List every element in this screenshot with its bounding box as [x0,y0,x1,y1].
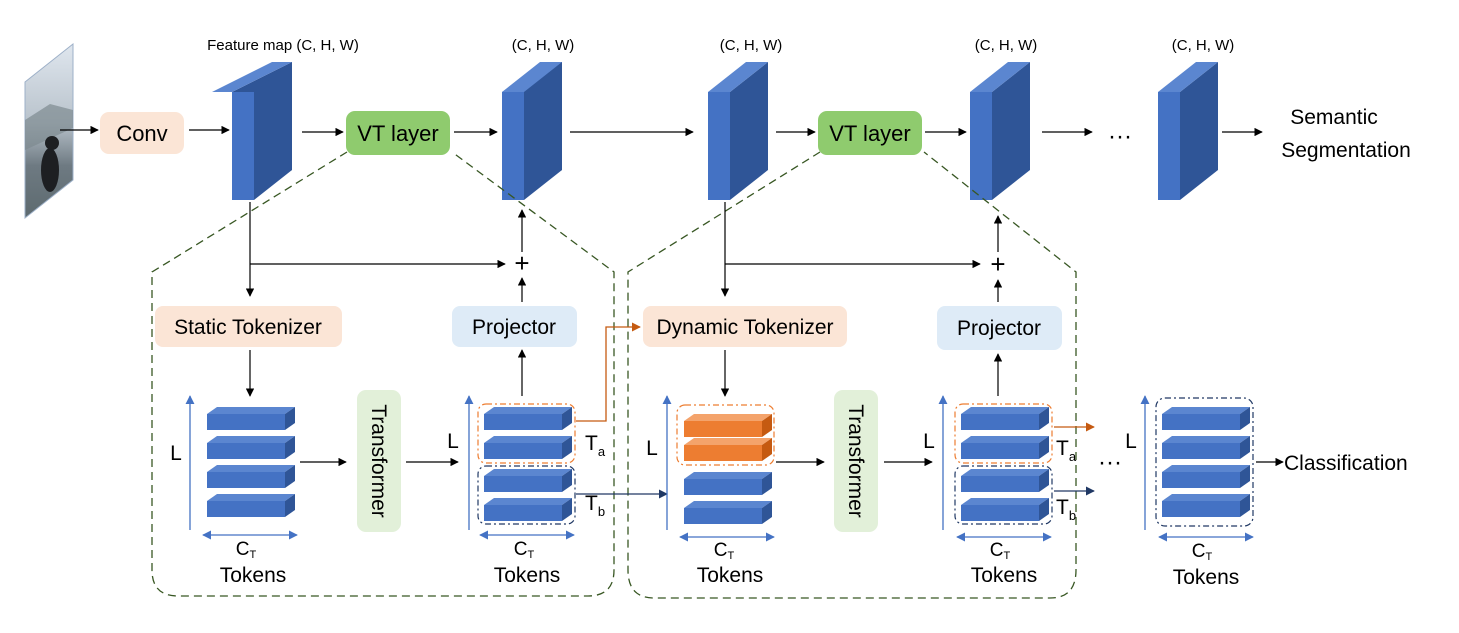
conv-label: Conv [116,121,167,146]
token-bar-a2 [207,436,295,459]
projector-2-box: Projector [937,306,1062,350]
tokens-label-a: Tokens [220,564,287,587]
token-bar-e2 [1162,436,1250,459]
token-bar-a1 [207,407,295,430]
tokens-label-c: Tokens [697,564,764,587]
classification-label: Classification [1284,452,1408,475]
token-bar-b2 [484,436,572,459]
token-bar-e4 [1162,494,1250,517]
token-bar-b1 [484,407,572,430]
dynamic-tokenizer-label: Dynamic Tokenizer [656,316,833,339]
projector-1-label: Projector [472,316,556,339]
semantic-label-line2: Segmentation [1281,139,1411,162]
l-axis-label-a: L [170,442,182,465]
token-bar-d2 [961,436,1049,459]
plus-sign-1: + [514,248,529,278]
token-bar-c4 [684,501,772,524]
tokens-label-e: Tokens [1173,566,1240,589]
l-axis-label-d: L [923,430,935,453]
ta-label-2: Ta [1056,437,1077,464]
c-axis-label-a: CT [236,539,257,561]
input-image [24,42,74,220]
chw-label-2: (C, H, W) [512,37,574,54]
feature-map-4 [970,62,1030,200]
projector-1-box: Projector [452,306,577,347]
token-bar-b3 [484,469,572,492]
bottom-ellipsis: ··· [1098,449,1122,476]
c-axis-label-b: CT [514,539,535,561]
vt-layer-1-label: VT layer [357,121,439,146]
vt-layer-1: VT layer [346,111,450,155]
static-tokenizer-label: Static Tokenizer [174,316,322,339]
vt-layer-2-label: VT layer [829,121,911,146]
semantic-label-line1: Semantic [1290,106,1378,129]
tokens-group-a: L CT Tokens [170,395,298,587]
conv-box: Conv [100,112,184,154]
ta-label-1: Ta [585,432,606,459]
tb-selection-box [477,465,576,525]
tokens-label-b: Tokens [494,564,561,587]
token-bar-d1 [961,407,1049,430]
transformer-1-box: Transformer [357,390,401,532]
feature-map-2 [502,62,562,200]
c-axis-label-d: CT [990,540,1011,562]
c-axis-label-e: CT [1192,541,1213,563]
feature-map-1 [212,62,292,200]
transformer-1-label: Transformer [367,404,390,518]
tb-label-2: Tb [1056,496,1076,523]
transformer-2-label: Transformer [844,404,867,518]
static-tokenizer-box: Static Tokenizer [155,306,342,347]
dynamic-tokenizer-box: Dynamic Tokenizer [643,306,847,347]
token-bar-b4 [484,498,572,521]
tokens-label-d: Tokens [971,564,1038,587]
chw-label-5: (C, H, W) [1172,37,1234,54]
tokens-group-c: L CT Tokens [646,395,775,587]
chw-label-4: (C, H, W) [975,37,1037,54]
vt-layer-2: VT layer [818,111,922,155]
token-bar-a4 [207,494,295,517]
l-axis-label-e: L [1125,430,1137,453]
token-bar-a3 [207,465,295,488]
top-ellipsis: ··· [1108,123,1132,150]
feature-map-3 [708,62,768,200]
tokens-group-d: L CT Tokens Ta Tb [923,395,1077,587]
token-bar-c3 [684,472,772,495]
token-bar-c1-orange [684,414,772,437]
c-axis-label-c: CT [714,540,735,562]
token-bar-c2-orange [684,438,772,461]
tokens-group-b: L CT Tokens Ta Tb [447,395,606,587]
l-axis-label-b: L [447,430,459,453]
vt-layer-1-expansion [151,151,615,597]
transformer-2-box: Transformer [834,390,878,532]
plus-sign-2: + [990,249,1005,279]
feature-map-5 [1158,62,1218,200]
tokens-group-e: L CT Tokens [1125,395,1254,589]
feature-map-label: Feature map (C, H, W) [207,37,359,54]
ta-to-dynamic-tokenizer-arrow [576,322,641,422]
token-bar-e3 [1162,465,1250,488]
token-bar-d3 [961,469,1049,492]
chw-label-3: (C, H, W) [720,37,782,54]
l-axis-label-c: L [646,437,658,460]
projector-2-label: Projector [957,317,1041,340]
ta-selection-box [477,403,576,464]
token-bar-d4 [961,498,1049,521]
token-bar-e1 [1162,407,1250,430]
tb-label-1: Tb [585,492,605,519]
